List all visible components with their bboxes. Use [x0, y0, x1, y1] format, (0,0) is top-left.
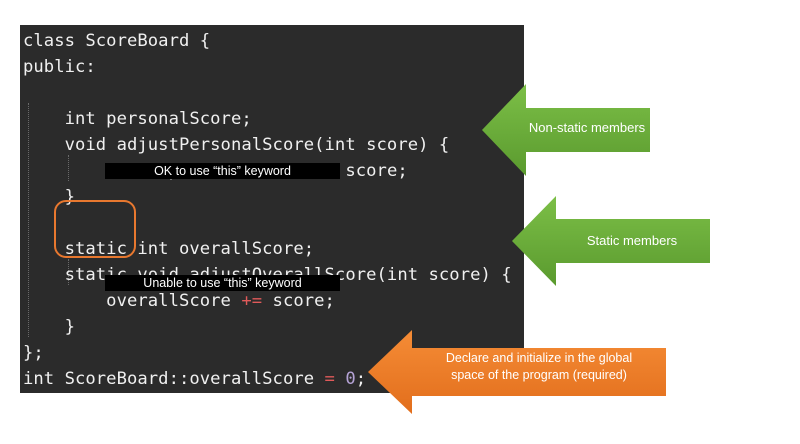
code-line-personal-score: int personalScore;: [23, 109, 252, 129]
static-callout-arrow: [512, 196, 710, 286]
code-operator-plus-equals: +=: [241, 291, 263, 311]
static-keyword-highlight: [54, 200, 136, 258]
indent-guide: [68, 259, 69, 285]
code-operator-equals: =: [324, 369, 335, 389]
code-line-adjust-personal: void adjustPersonalScore(int score) {: [23, 135, 450, 155]
declare-callout-arrow: [368, 330, 666, 414]
code-line-public: public:: [23, 57, 96, 77]
note-this-ok: OK to use “this” keyword: [105, 163, 340, 179]
declare-callout-label-line1: Declare and initialize in the global: [445, 351, 633, 365]
code-line-class-decl: class ScoreBoard {: [23, 31, 211, 51]
static-callout-label: Static members: [586, 233, 678, 248]
code-line-overall-assign: overallScore += score;: [23, 288, 335, 314]
code-token: score;: [262, 291, 335, 311]
code-token: int ScoreBoard::overallScore: [23, 369, 325, 389]
code-token: ;: [355, 369, 367, 389]
note-this-unable: Unable to use “this” keyword: [105, 275, 340, 291]
code-line-close-brace: }: [23, 187, 75, 207]
code-line-global-init: int ScoreBoard::overallScore = 0;: [23, 366, 366, 392]
non-static-callout-label: Non-static members: [528, 120, 646, 135]
code-token: score;: [334, 161, 408, 181]
indent-guide: [28, 103, 29, 337]
indent-guide: [68, 155, 69, 181]
code-line-close-brace: }: [23, 317, 75, 337]
code-token: [335, 369, 345, 389]
declare-callout-label: Declare and initialize in the global spa…: [414, 350, 664, 384]
code-token: overallScore: [23, 291, 242, 311]
code-number-literal: 0: [345, 369, 356, 389]
declare-callout-label-line2: space of the program (required): [451, 368, 627, 382]
non-static-callout-arrow: [482, 84, 650, 176]
code-line-static-int: static int overallScore;: [23, 239, 315, 259]
code-line-class-end: };: [23, 343, 44, 363]
